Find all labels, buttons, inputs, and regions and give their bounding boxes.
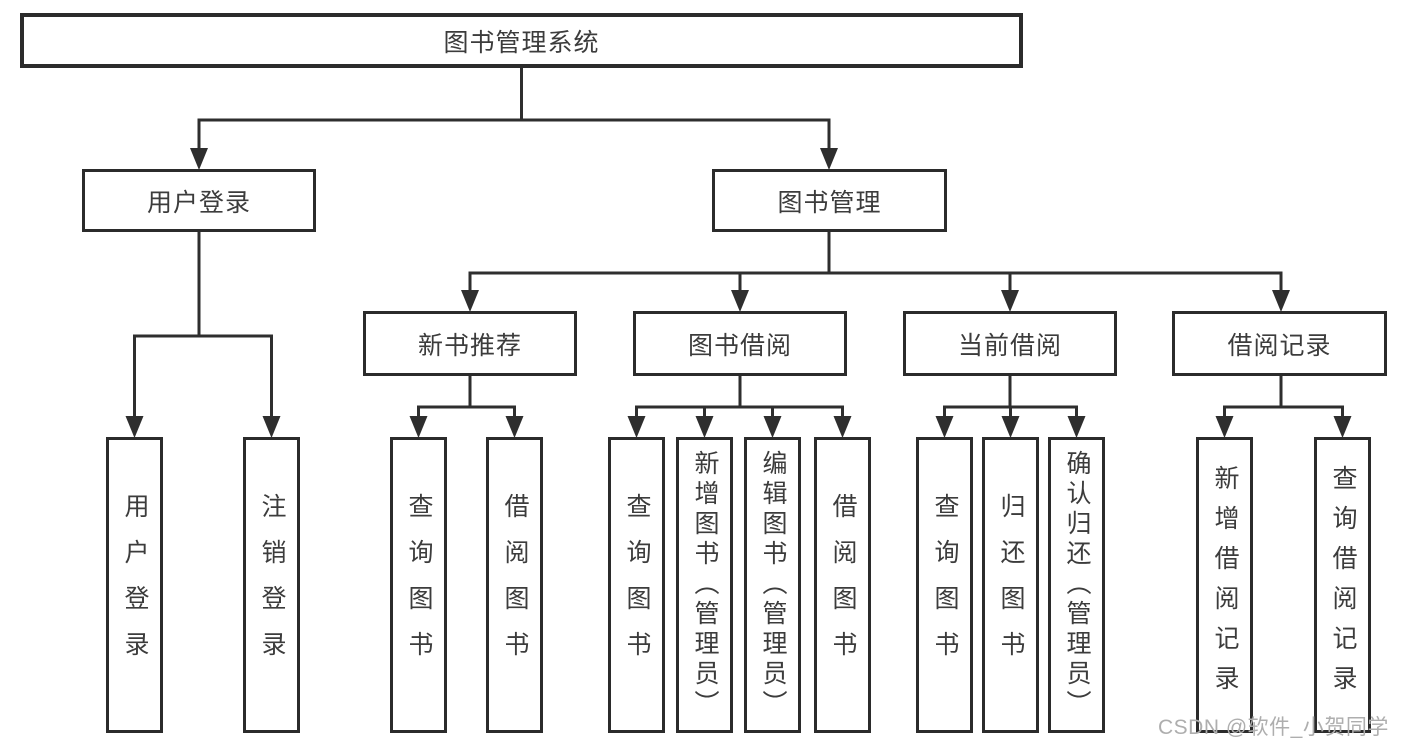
node-root: 图书管理系统 xyxy=(20,13,1023,68)
edge-current-borrowing-to-leaves xyxy=(935,373,1086,438)
arrowhead-icon xyxy=(627,416,646,438)
node-book-borrowing: 图书借阅 xyxy=(633,311,847,376)
leaf-add-book-admin: 新增图书（管理员） xyxy=(676,437,733,733)
leaf-query-books-borrowing: 查询图书 xyxy=(608,437,665,733)
edge-borrowing-records-to-leaves xyxy=(1215,373,1352,438)
arrowhead-icon xyxy=(833,416,852,438)
leaf-borrow-books-borrowing: 借阅图书 xyxy=(814,437,871,733)
leaf-query-borrow-record: 查询借阅记录 xyxy=(1314,437,1371,733)
arrowhead-icon xyxy=(190,148,208,170)
arrowhead-icon xyxy=(1001,416,1020,438)
arrowhead-icon xyxy=(125,416,144,438)
arrowhead-icon xyxy=(935,416,954,438)
arrowhead-icon xyxy=(505,416,524,438)
node-user-login-label: 用户登录 xyxy=(146,188,251,217)
leaf-return-books-label: 归还图书 xyxy=(997,493,1025,677)
arrowhead-icon xyxy=(1001,290,1019,312)
leaf-borrow-books-recommend: 借阅图书 xyxy=(486,437,543,733)
leaf-query-borrow-record-label: 查询借阅记录 xyxy=(1329,465,1357,705)
arrowhead-icon xyxy=(820,148,838,170)
leaf-user-login: 用户登录 xyxy=(106,437,163,733)
arrowhead-icon xyxy=(1272,290,1290,312)
leaf-borrow-books-borrowing-label: 借阅图书 xyxy=(829,493,857,677)
node-user-login: 用户登录 xyxy=(82,169,316,232)
edge-root-to-level2 xyxy=(190,66,838,170)
node-book-management: 图书管理 xyxy=(712,169,947,232)
node-borrowing-records-label: 借阅记录 xyxy=(1227,331,1332,360)
leaf-query-books-current: 查询图书 xyxy=(916,437,973,733)
leaf-logout-label: 注销登录 xyxy=(258,493,286,677)
leaf-add-borrow-record: 新增借阅记录 xyxy=(1196,437,1253,733)
node-new-book-recommend: 新书推荐 xyxy=(363,311,577,376)
arrowhead-icon xyxy=(1067,416,1086,438)
leaf-query-books-current-label: 查询图书 xyxy=(931,493,959,677)
node-new-book-recommend-label: 新书推荐 xyxy=(417,331,522,360)
node-root-label: 图书管理系统 xyxy=(443,28,600,57)
leaf-logout: 注销登录 xyxy=(243,437,300,733)
leaf-edit-book-admin-label: 编辑图书（管理员） xyxy=(759,450,787,720)
leaf-edit-book-admin: 编辑图书（管理员） xyxy=(744,437,801,733)
node-borrowing-records: 借阅记录 xyxy=(1172,311,1387,376)
arrowhead-icon xyxy=(695,416,714,438)
edge-book-borrowing-to-leaves xyxy=(627,373,852,438)
node-book-borrowing-label: 图书借阅 xyxy=(687,331,792,360)
leaf-confirm-return-admin-label: 确认归还（管理员） xyxy=(1063,450,1091,720)
leaf-query-books-recommend: 查询图书 xyxy=(390,437,447,733)
node-current-borrowing: 当前借阅 xyxy=(903,311,1117,376)
leaf-query-books-borrowing-label: 查询图书 xyxy=(623,493,651,677)
arrowhead-icon xyxy=(763,416,782,438)
edge-new-book-recommend-to-leaves xyxy=(409,373,524,438)
arrowhead-icon xyxy=(1215,416,1234,438)
watermark: CSDN @软件_小贺同学 xyxy=(1158,716,1389,739)
leaf-add-book-admin-label: 新增图书（管理员） xyxy=(691,450,719,720)
arrowhead-icon xyxy=(1333,416,1352,438)
leaf-confirm-return-admin: 确认归还（管理员） xyxy=(1048,437,1105,733)
leaf-query-books-recommend-label: 查询图书 xyxy=(405,493,433,677)
node-book-management-label: 图书管理 xyxy=(777,188,882,217)
leaf-return-books: 归还图书 xyxy=(982,437,1039,733)
arrowhead-icon xyxy=(262,416,281,438)
leaf-add-borrow-record-label: 新增借阅记录 xyxy=(1211,465,1239,705)
leaf-user-login-label: 用户登录 xyxy=(121,493,149,677)
edge-book-management-to-level3 xyxy=(461,229,1290,312)
node-current-borrowing-label: 当前借阅 xyxy=(957,331,1062,360)
arrowhead-icon xyxy=(409,416,428,438)
arrowhead-icon xyxy=(731,290,749,312)
arrowhead-icon xyxy=(461,290,479,312)
leaf-borrow-books-recommend-label: 借阅图书 xyxy=(501,493,529,677)
edge-user-login-to-leaves xyxy=(125,229,281,438)
